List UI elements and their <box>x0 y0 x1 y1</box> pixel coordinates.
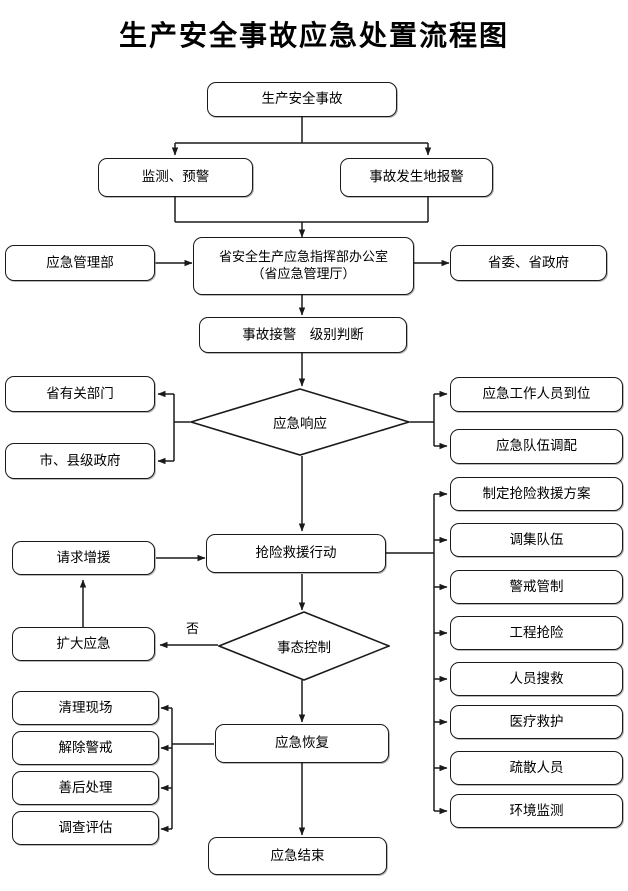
node-personnel-search[interactable]: 人员搜救 <box>450 662 623 696</box>
edge-label-no: 否 <box>186 621 200 636</box>
node-medical-aid[interactable]: 医疗救护 <box>450 705 623 739</box>
node-environment-monitor[interactable]: 环境监测 <box>450 794 623 828</box>
node-city-county-government[interactable]: 市、县级政府 <box>5 443 155 479</box>
node-evacuate-people[interactable]: 疏散人员 <box>450 751 623 785</box>
node-emergency-ministry[interactable]: 应急管理部 <box>5 245 155 281</box>
node-clean-site[interactable]: 清理现场 <box>12 691 159 725</box>
node-expand-emergency[interactable]: 扩大应急 <box>12 627 155 661</box>
node-guard-control[interactable]: 警戒管制 <box>450 570 623 604</box>
node-alarm-grade[interactable]: 事故接警 级别判断 <box>199 317 407 353</box>
node-staff-in-place[interactable]: 应急工作人员到位 <box>450 377 623 412</box>
node-emergency-end[interactable]: 应急结束 <box>208 837 387 875</box>
node-team-allocation[interactable]: 应急队伍调配 <box>450 429 623 464</box>
node-engineering-rescue[interactable]: 工程抢险 <box>450 616 623 650</box>
node-provincial-departments[interactable]: 省有关部门 <box>5 376 155 412</box>
node-emergency-recovery[interactable]: 应急恢复 <box>215 724 389 763</box>
node-rescue-action[interactable]: 抢险救援行动 <box>206 534 386 573</box>
decision-situation-control[interactable]: 事态控制 <box>218 611 390 681</box>
provincial-office-line1: 省安全生产应急指挥部办公室 <box>218 249 388 265</box>
node-incident[interactable]: 生产安全事故 <box>207 82 397 117</box>
node-site-alarm[interactable]: 事故发生地报警 <box>340 158 493 197</box>
decision-emergency-response[interactable]: 应急响应 <box>190 388 410 456</box>
provincial-office-line2: （省应急管理厅） <box>251 266 356 281</box>
node-aftermath[interactable]: 善后处理 <box>12 771 159 805</box>
node-monitor-warning[interactable]: 监测、预警 <box>98 158 253 197</box>
node-request-reinforcement[interactable]: 请求增援 <box>12 541 155 575</box>
node-rescue-plan[interactable]: 制定抢险救援方案 <box>450 477 623 511</box>
node-provincial-office[interactable]: 省安全生产应急指挥部办公室 （省应急管理厅） <box>193 237 414 295</box>
node-lift-guard[interactable]: 解除警戒 <box>12 731 159 765</box>
node-assemble-team[interactable]: 调集队伍 <box>450 523 623 557</box>
page-title: 生产安全事故应急处置流程图 <box>118 21 509 52</box>
node-party-government[interactable]: 省委、省政府 <box>450 245 607 281</box>
node-investigation[interactable]: 调查评估 <box>12 811 159 845</box>
